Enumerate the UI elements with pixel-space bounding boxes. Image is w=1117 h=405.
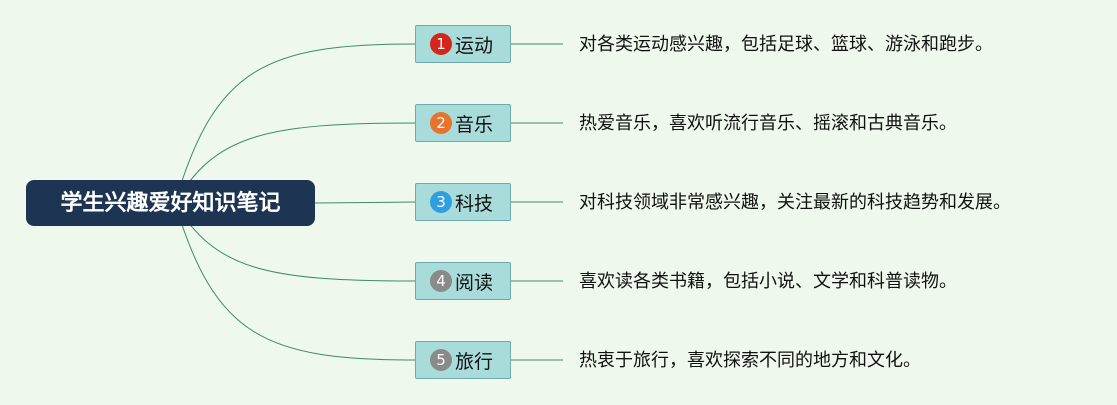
branch-line-5 <box>174 202 416 361</box>
branch-line-2 <box>174 122 416 204</box>
priority-5-badge-icon: 5 <box>430 349 452 371</box>
topic-label: 音乐 <box>455 113 494 136</box>
branch-line-3 <box>314 201 416 204</box>
priority-4-badge-icon: 4 <box>430 270 452 292</box>
root-topic[interactable]: 学生兴趣爱好知识笔记 <box>26 180 315 226</box>
topic-reading[interactable]: 4 阅读 <box>415 262 511 300</box>
priority-3-badge-icon: 3 <box>430 191 452 213</box>
topic-label: 运动 <box>455 34 494 57</box>
topic-label: 科技 <box>455 192 494 215</box>
branch-line-1 <box>174 43 416 204</box>
topic-travel[interactable]: 5 旅行 <box>415 341 511 379</box>
topic-technology[interactable]: 3 科技 <box>415 183 511 221</box>
note-travel: 热衷于旅行，喜欢探索不同的地方和文化。 <box>579 350 921 371</box>
priority-2-badge-icon: 2 <box>430 112 452 134</box>
topic-sports[interactable]: 1 运动 <box>415 25 511 63</box>
priority-1-badge-icon: 1 <box>430 33 452 55</box>
topic-label: 阅读 <box>455 271 494 294</box>
note-sports: 对各类运动感兴趣，包括足球、篮球、游泳和跑步。 <box>579 34 993 55</box>
topic-label: 旅行 <box>455 350 494 373</box>
topic-music[interactable]: 2 音乐 <box>415 104 511 142</box>
note-music: 热爱音乐，喜欢听流行音乐、摇滚和古典音乐。 <box>579 113 957 134</box>
note-reading: 喜欢读各类书籍，包括小说、文学和科普读物。 <box>579 271 957 292</box>
note-technology: 对科技领域非常感兴趣，关注最新的科技趋势和发展。 <box>579 192 1011 213</box>
